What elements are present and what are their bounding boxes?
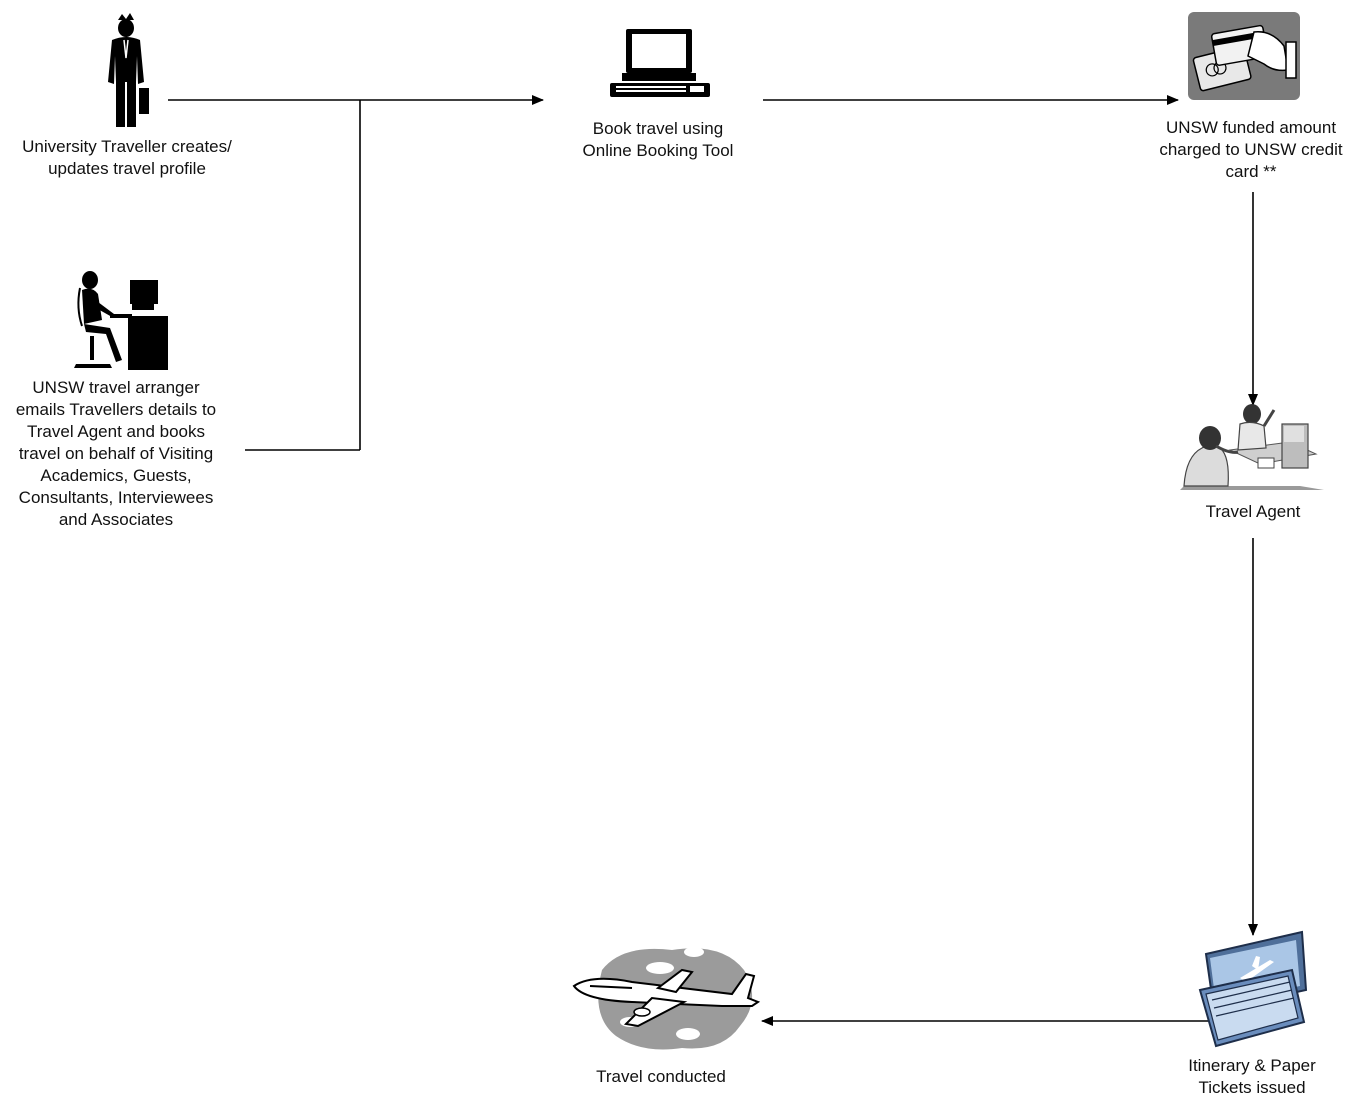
businessman-icon: [108, 13, 149, 127]
computer-icon: [610, 29, 710, 97]
tickets-icon: [1198, 930, 1308, 1048]
travel-agent-icon: [1180, 404, 1324, 490]
credit-card-icon: [1188, 12, 1300, 100]
arranger-label: UNSW travel arranger emails Travellers d…: [15, 378, 217, 529]
agent-label: Travel Agent: [1205, 502, 1301, 521]
tickets-label: Itinerary & Paper Tickets issued: [1188, 1056, 1316, 1097]
airplane-icon: [572, 947, 761, 1050]
conducted-label: Travel conducted: [596, 1067, 726, 1086]
person-at-computer-icon: [74, 271, 168, 370]
booking-label: Book travel using Online Booking Tool: [582, 119, 734, 160]
charge-label: UNSW funded amount charged to UNSW credi…: [1159, 118, 1343, 181]
traveller-label: University Traveller creates/ updates tr…: [22, 137, 232, 178]
